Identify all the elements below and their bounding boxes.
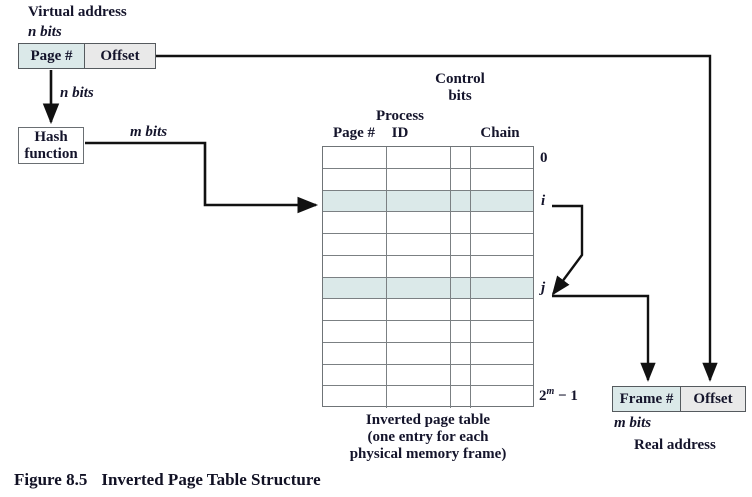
virtual-address-title: Virtual address	[28, 4, 127, 20]
virtual-offset-field: Offset	[85, 44, 155, 68]
control-bits-label-line1: Control	[435, 71, 485, 87]
table-caption-line2: (one entry for each	[367, 429, 489, 445]
hash-output-bits-label: m bits	[130, 124, 168, 140]
table-cell-page-number	[323, 364, 387, 386]
table-row	[323, 234, 533, 256]
table-cell-control-bits	[451, 147, 471, 168]
table-cell-process-id	[387, 299, 451, 320]
table-cell-control-bits	[451, 342, 471, 364]
table-row	[323, 364, 533, 387]
row-index-last-exponent: m	[546, 386, 555, 397]
table-caption-line1: Inverted page table	[365, 412, 491, 428]
page-number-column-label: Page #	[332, 125, 376, 141]
table-row	[323, 299, 533, 321]
table-cell-chain	[471, 169, 533, 190]
arrow-hash-to-row-i	[85, 141, 319, 214]
table-cell-process-id	[387, 168, 451, 190]
table-cell-chain	[471, 147, 533, 168]
table-row	[323, 386, 533, 408]
table-cell-control-bits	[451, 234, 471, 255]
table-cell-process-id	[387, 386, 451, 408]
real-frame-number-field: Frame #	[613, 387, 681, 411]
table-cell-control-bits	[451, 386, 471, 408]
real-address-bits-label: m bits	[614, 415, 652, 431]
virtual-page-number-field: Page #	[19, 44, 85, 68]
table-cell-control-bits	[451, 277, 471, 299]
table-cell-page-number	[323, 234, 387, 255]
table-cell-process-id	[387, 255, 451, 277]
figure-title: Inverted Page Table Structure	[101, 470, 321, 489]
row-index-first: 0	[540, 150, 548, 166]
table-row	[323, 190, 533, 213]
table-cell-page-number	[323, 190, 387, 212]
table-cell-process-id	[387, 190, 451, 212]
table-cell-chain	[471, 278, 533, 299]
table-row	[323, 321, 533, 343]
table-cell-chain	[471, 191, 533, 212]
table-cell-control-bits	[451, 364, 471, 386]
table-cell-page-number	[323, 342, 387, 364]
hash-input-bits-label: n bits	[60, 85, 94, 101]
table-cell-page-number	[323, 321, 387, 342]
inverted-page-table	[322, 146, 534, 408]
table-cell-chain	[471, 212, 533, 233]
table-cell-control-bits	[451, 255, 471, 277]
hash-function-label-line2: function	[24, 145, 78, 162]
virtual-address-box: Page # Offset	[18, 43, 156, 69]
table-cell-control-bits	[451, 190, 471, 212]
arrow-row-j-to-frame	[552, 294, 656, 382]
row-index-i: i	[541, 193, 546, 209]
table-cell-process-id	[387, 277, 451, 299]
table-cell-page-number	[323, 147, 387, 168]
table-cell-control-bits	[451, 212, 471, 233]
row-index-last-tail: − 1	[558, 388, 578, 404]
table-cell-page-number	[323, 212, 387, 233]
table-cell-page-number	[323, 168, 387, 190]
table-row	[323, 168, 533, 191]
table-cell-process-id	[387, 342, 451, 364]
table-cell-process-id	[387, 364, 451, 386]
control-bits-label-line2: bits	[448, 88, 472, 104]
table-cell-process-id	[387, 212, 451, 233]
real-offset-field: Offset	[681, 387, 745, 411]
table-cell-control-bits	[451, 299, 471, 320]
real-address-box: Frame # Offset	[612, 386, 746, 412]
row-index-last: 2m − 1	[539, 383, 578, 405]
row-index-last-base: 2	[539, 388, 547, 404]
figure-number: Figure 8.5	[14, 470, 88, 489]
process-id-label-line1: Process	[375, 108, 425, 124]
table-cell-process-id	[387, 147, 451, 168]
row-index-j: j	[541, 280, 546, 296]
table-cell-page-number	[323, 299, 387, 320]
table-row	[323, 342, 533, 365]
table-cell-chain	[471, 365, 533, 386]
chain-column-label: Chain	[480, 125, 520, 141]
table-row	[323, 147, 533, 169]
table-row	[323, 255, 533, 278]
table-cell-control-bits	[451, 321, 471, 342]
virtual-address-bits-label: n bits	[28, 24, 62, 40]
hash-function-box: Hash function	[18, 127, 84, 164]
table-row	[323, 277, 533, 300]
table-cell-chain	[471, 386, 533, 408]
table-cell-process-id	[387, 321, 451, 342]
table-cell-chain	[471, 343, 533, 364]
table-cell-chain	[471, 321, 533, 342]
arrow-chain-i-to-j	[551, 204, 584, 296]
table-caption-line3: physical memory frame)	[349, 446, 507, 462]
table-cell-process-id	[387, 234, 451, 255]
figure-caption: Figure 8.5 Inverted Page Table Structure	[14, 470, 321, 490]
table-cell-chain	[471, 299, 533, 320]
table-cell-chain	[471, 256, 533, 277]
table-row	[323, 212, 533, 234]
table-cell-chain	[471, 234, 533, 255]
table-cell-control-bits	[451, 168, 471, 190]
table-cell-page-number	[323, 386, 387, 408]
table-cell-page-number	[323, 255, 387, 277]
real-address-title: Real address	[634, 437, 716, 453]
table-cell-page-number	[323, 277, 387, 299]
hash-function-label-line1: Hash	[34, 128, 68, 145]
